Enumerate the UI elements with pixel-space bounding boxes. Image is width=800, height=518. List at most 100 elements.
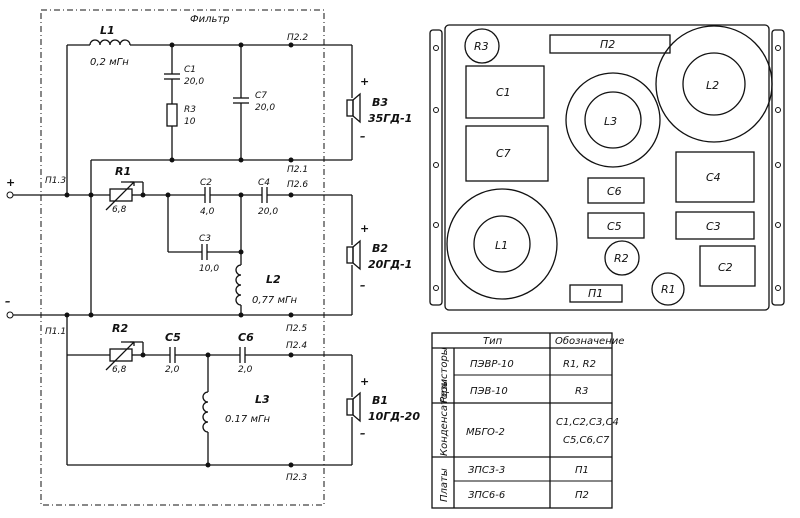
svg-text:R3: R3 bbox=[474, 40, 489, 53]
board-c6 bbox=[587, 177, 645, 204]
b1-plus: + bbox=[360, 375, 369, 388]
filter-frame bbox=[40, 9, 325, 506]
board-r2 bbox=[604, 240, 640, 276]
node-p13: П1.3 bbox=[45, 176, 66, 186]
r2-name: R2 bbox=[112, 322, 128, 335]
l1-name: L1 bbox=[100, 24, 115, 37]
node-p22: П2.2 bbox=[287, 33, 308, 43]
table-row: ПЭВ-10 bbox=[470, 386, 508, 397]
svg-text:R3: R3 bbox=[575, 386, 588, 397]
b3-minus: – bbox=[360, 130, 366, 143]
board-r1 bbox=[651, 272, 685, 306]
l2-value: 0,77 мГн bbox=[252, 295, 298, 306]
l2-name: L2 bbox=[266, 273, 281, 286]
c4-value: 20,0 bbox=[258, 207, 278, 217]
r1-value: 6,8 bbox=[112, 205, 127, 215]
c4-name: C4 bbox=[258, 178, 270, 188]
board-p1 bbox=[569, 284, 623, 303]
c2-value: 4,0 bbox=[200, 207, 215, 217]
c7-name: C7 bbox=[255, 91, 267, 101]
frame-title: Фильтр bbox=[190, 14, 230, 25]
board-c5 bbox=[587, 212, 645, 239]
svg-text:L1: L1 bbox=[495, 239, 508, 252]
svg-text:L2: L2 bbox=[706, 79, 719, 92]
speaker-b2 bbox=[346, 246, 354, 264]
group-boards: Платы bbox=[439, 468, 450, 502]
speaker-b3 bbox=[346, 99, 354, 117]
table-outline bbox=[431, 332, 613, 509]
resistor-r3 bbox=[166, 103, 178, 127]
c6-value: 2,0 bbox=[238, 365, 253, 375]
board-rail-right bbox=[771, 29, 785, 306]
board-l1 bbox=[446, 188, 558, 300]
b3-plus: + bbox=[360, 75, 369, 88]
board-c1 bbox=[465, 65, 545, 119]
b3-type: 35ГД-1 bbox=[368, 112, 412, 125]
inductor-l2 bbox=[235, 264, 242, 306]
c1-name: C1 bbox=[184, 65, 196, 75]
svg-text:П2: П2 bbox=[600, 38, 615, 51]
board-l3 bbox=[565, 72, 661, 168]
speaker-b1 bbox=[346, 398, 354, 416]
group-resistors: Резисторы bbox=[439, 347, 450, 403]
node-p23: П2.3 bbox=[286, 473, 307, 483]
svg-text:C2: C2 bbox=[718, 261, 733, 274]
table-row: ЗПС6-6 bbox=[468, 490, 505, 501]
svg-text:П2: П2 bbox=[575, 490, 589, 501]
board-c7 bbox=[465, 125, 549, 182]
b2-plus: + bbox=[360, 222, 369, 235]
r2-value: 6,8 bbox=[112, 365, 127, 375]
c5-name: C5 bbox=[165, 331, 181, 344]
board-c2 bbox=[699, 245, 756, 287]
b1-name: B1 bbox=[372, 394, 388, 407]
svg-text:C6: C6 bbox=[607, 185, 622, 198]
r1-name: R1 bbox=[115, 165, 131, 178]
b1-minus: – bbox=[360, 427, 366, 440]
r3-value: 10 bbox=[184, 117, 196, 127]
svg-text:C5,C6,C7: C5,C6,C7 bbox=[563, 435, 610, 446]
svg-text:R1: R1 bbox=[661, 283, 676, 296]
inductor-l3 bbox=[202, 391, 209, 433]
svg-text:C4: C4 bbox=[706, 171, 721, 184]
board-outline bbox=[444, 24, 770, 311]
input-terminal-minus bbox=[6, 311, 14, 319]
svg-text:П1: П1 bbox=[588, 287, 603, 300]
board-c4 bbox=[675, 151, 755, 203]
svg-text:L3: L3 bbox=[604, 115, 617, 128]
svg-text:C1: C1 bbox=[496, 86, 511, 99]
svg-text:C5: C5 bbox=[607, 220, 622, 233]
b2-type: 20ГД-1 bbox=[368, 258, 412, 271]
parts-table: Тип Обозначение Резисторы Конденсаторы П… bbox=[431, 332, 624, 509]
node-p11: П1.1 bbox=[45, 327, 66, 337]
c1-value: 20,0 bbox=[184, 77, 204, 87]
svg-text:C7: C7 bbox=[496, 147, 511, 160]
table-header-type: Тип bbox=[483, 336, 503, 347]
board-l2 bbox=[655, 25, 773, 143]
c3-value: 10,0 bbox=[199, 264, 219, 274]
c6-name: C6 bbox=[238, 331, 254, 344]
l1-value: 0,2 мГн bbox=[90, 57, 129, 68]
table-row: МБГО-2 bbox=[466, 427, 505, 438]
b3-name: B3 bbox=[372, 96, 388, 109]
input-terminal-plus bbox=[6, 191, 14, 199]
node-p24: П2.4 bbox=[286, 341, 307, 351]
l3-value: 0.17 мГн bbox=[225, 414, 271, 425]
b2-name: B2 bbox=[372, 242, 388, 255]
board-layout: R3 П2 C1 C7 L2 L3 C6 C4 C5 C3 L1 bbox=[429, 24, 785, 311]
c7-value: 20,0 bbox=[255, 103, 275, 113]
node-p21: П2.1 bbox=[287, 165, 308, 175]
svg-text:C3: C3 bbox=[706, 220, 721, 233]
c5-value: 2,0 bbox=[165, 365, 180, 375]
svg-text:R1, R2: R1, R2 bbox=[563, 359, 596, 370]
inductor-l1 bbox=[89, 39, 131, 46]
board-r3 bbox=[464, 28, 500, 64]
input-plus-sign: + bbox=[6, 176, 15, 189]
c2-name: C2 bbox=[200, 178, 212, 188]
schematic: Фильтр + – П1.3 П1.1 L1 0,2 мГн C1 bbox=[5, 9, 420, 506]
c3-name: C3 bbox=[199, 234, 211, 244]
l3-name: L3 bbox=[255, 393, 270, 406]
b2-minus: – bbox=[360, 279, 366, 292]
table-row: ПЭВР-10 bbox=[470, 359, 514, 370]
table-row: ЗПС3-3 bbox=[468, 465, 505, 476]
